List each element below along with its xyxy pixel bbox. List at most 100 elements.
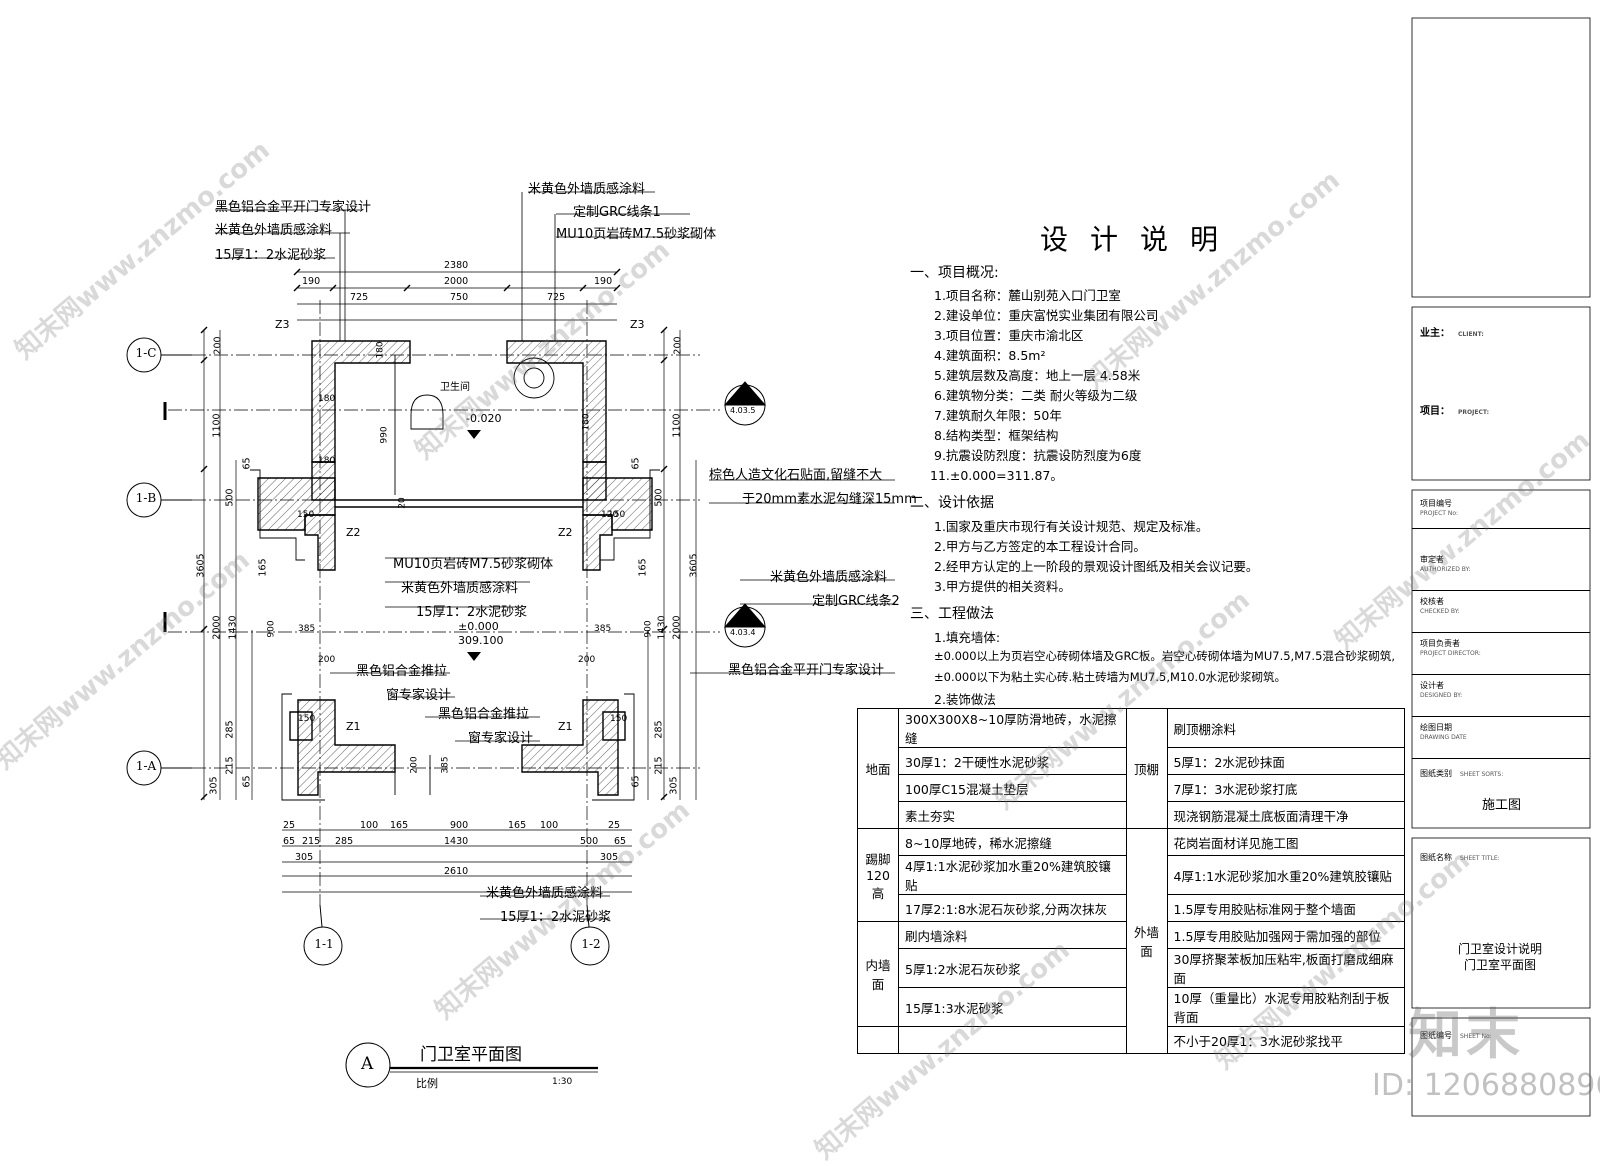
leader-lines <box>215 191 895 920</box>
tb-project-label: 项目：PROJECT: <box>1420 406 1490 417</box>
dim-text: 385 <box>440 756 451 774</box>
notes-line: 3.项目位置：重庆市渝北区 <box>934 328 1084 343</box>
dim-text: 165 <box>508 820 527 831</box>
annotation-label: 黑色铝合金推拉 <box>438 707 530 722</box>
annotation-label: 黑色铝合金推拉 <box>356 664 448 679</box>
section-mark-ref: 4.03.5 <box>730 406 756 415</box>
dim-text: 200 <box>318 655 336 665</box>
tb-field-label: 校核者 <box>1420 597 1444 606</box>
walls <box>257 340 653 796</box>
notes-line: 2.装饰做法 <box>934 692 996 707</box>
table-cell: 30厚挤聚苯板加压粘牢,板面打磨成细麻面 <box>1166 948 1406 988</box>
dim-text: 385 <box>298 624 316 634</box>
table-cell: 4厚1:1水泥砂浆加水重20%建筑胶镶贴 <box>898 855 1127 895</box>
elevation-label: -0.020 <box>466 412 502 425</box>
dim-text: 215 <box>653 756 665 775</box>
annotation-label: 米黄色外墙质感涂料 <box>215 223 333 238</box>
dim-text: 285 <box>335 836 354 847</box>
dim-text: 25 <box>608 820 621 831</box>
finish-schedule-table: 地面 300X300X8~10厚防滑地砖，水泥擦缝 顶棚 刷顶棚涂料 30厚1：… <box>857 708 1406 1054</box>
table-row: 30厚1：2干硬性水泥砂浆 5厚1：2水泥砂抹面 <box>858 747 1406 775</box>
elevation-marks <box>467 430 481 661</box>
table-cell: 花岗岩面材详见施工图 <box>1166 828 1406 856</box>
dim-text: 500 <box>580 836 599 847</box>
table-cell-category: 顶棚 <box>1125 708 1168 829</box>
tb-field-en: DESIGNED BY: <box>1420 692 1463 699</box>
tb-field-label: 绘图日期 <box>1420 723 1452 732</box>
dim-text: 1430 <box>444 836 469 847</box>
table-cell-category: 踢脚120高 <box>857 828 899 922</box>
table-cell: 10厚（重量比）水泥专用胶粘剂刮于板背面 <box>1166 987 1406 1027</box>
table-cell: 1.5厚专用胶贴加强网于需加强的部位 <box>1166 921 1406 949</box>
tb-row-authorized: 审定者 AUTHORIZED BY: <box>1412 548 1590 591</box>
dim-text: 1430 <box>227 615 239 640</box>
table-row: 不小于20厚1：3水泥砂浆找平 <box>857 1026 1406 1054</box>
grid-label-1c: 1-C <box>135 346 157 360</box>
table-cell: 刷内墙涂料 <box>898 921 1127 949</box>
dim-text: 2610 <box>444 866 469 877</box>
scale-label: 比例 <box>416 1077 438 1090</box>
tb-sheet-title-line1: 门卫室设计说明 <box>1458 942 1543 956</box>
annotation-label: 米黄色外墙质感涂料 <box>770 570 888 585</box>
elevation-label: ±0.000 <box>458 620 499 633</box>
dim-text: 500 <box>224 488 236 507</box>
grid-label-1a: 1-A <box>135 759 157 773</box>
section-mark-ref: 4.03.4 <box>730 628 756 637</box>
dim-text: 65 <box>614 836 627 847</box>
dim-text: 150 <box>298 714 316 724</box>
tb-field-en: CHECKED BY: <box>1420 608 1460 615</box>
tb-sheet-title-line2: 门卫室平面图 <box>1464 958 1537 972</box>
column-label: Z2 <box>346 526 361 539</box>
notes-title: 设计说明 <box>1040 223 1241 256</box>
table-row: 15厚1:3水泥砂浆 10厚（重量比）水泥专用胶粘剂刮于板背面 <box>858 987 1406 1027</box>
annotation-label: 定制GRC线条1 <box>573 205 661 220</box>
view-title-mark <box>345 1042 598 1088</box>
table-cell: 刷顶棚涂料 <box>1166 708 1406 748</box>
dim-text: 150 <box>297 510 315 520</box>
notes-line: 11.±0.000=311.87。 <box>930 468 1063 483</box>
table-cell: 不小于20厚1：3水泥砂浆找平 <box>1166 1026 1406 1054</box>
dim-text: 100 <box>360 820 379 831</box>
notes-section-heading: 一、项目概况: <box>910 265 999 281</box>
annotation-label: 窗专家设计 <box>386 688 452 703</box>
tb-row-date: 绘图日期 DRAWING DATE <box>1412 716 1590 759</box>
table-cell-category: 地面 <box>857 708 899 829</box>
tb-row-project-no: 项目编号 PROJECT No: <box>1412 490 1590 529</box>
drawing-title: 门卫室平面图 <box>420 1045 522 1065</box>
tb-field-en: AUTHORIZED BY: <box>1420 566 1471 573</box>
notes-line: 5.建筑层数及高度：地上一层 4.58米 <box>934 368 1141 383</box>
column-label: Z3 <box>630 318 645 331</box>
dim-text: 3605 <box>688 553 700 578</box>
dim-text: 725 <box>350 292 369 303</box>
table-cell: 1.5厚专用胶贴标准网于整个墙面 <box>1166 894 1406 922</box>
annotation-label: 于20mm素水泥勾缝深15mm <box>742 492 917 507</box>
watermark-id: ID: 1206880896 <box>1372 1068 1600 1103</box>
column-label: Z3 <box>275 318 290 331</box>
annotation-label: 米黄色外墙质感涂料 <box>486 886 604 901</box>
table-cell: 30厚1：2干硬性水泥砂浆 <box>898 747 1127 775</box>
notes-line: 1.国家及重庆市现行有关设计规范、规定及标准。 <box>934 519 1209 534</box>
table-cell: 15厚1:3水泥砂浆 <box>898 987 1127 1027</box>
column-label: Z1 <box>558 720 573 733</box>
grid-label-1-2: 1-2 <box>581 937 601 951</box>
table-cell: 5厚1：2水泥砂抹面 <box>1166 747 1406 775</box>
dim-text: 150 <box>608 510 626 520</box>
table-row: 100厚C15混凝土垫层 7厚1：3水泥砂浆打底 <box>858 774 1406 802</box>
dim-text: 900 <box>266 620 277 638</box>
tb-field-label: 项目负责者 <box>1420 639 1460 648</box>
dim-text: 285 <box>653 720 665 739</box>
section-symbols <box>723 381 767 648</box>
annotation-label: 黑色铝合金平开门专家设计 <box>728 663 885 678</box>
annotation-label: MU10页岩砖M7.5砂浆砌体 <box>393 557 554 572</box>
dim-text: 2000 <box>671 615 683 640</box>
table-cell-category: 内墙面 <box>857 921 899 1027</box>
dim-text: 725 <box>547 292 566 303</box>
tb-client-label: 业主：CLIENT: <box>1420 328 1484 339</box>
dim-text: 385 <box>594 624 612 634</box>
dim-text: 1100 <box>671 413 683 438</box>
section-mark-letter: A <box>740 610 748 623</box>
table-cell: 素土夯实 <box>898 801 1127 829</box>
